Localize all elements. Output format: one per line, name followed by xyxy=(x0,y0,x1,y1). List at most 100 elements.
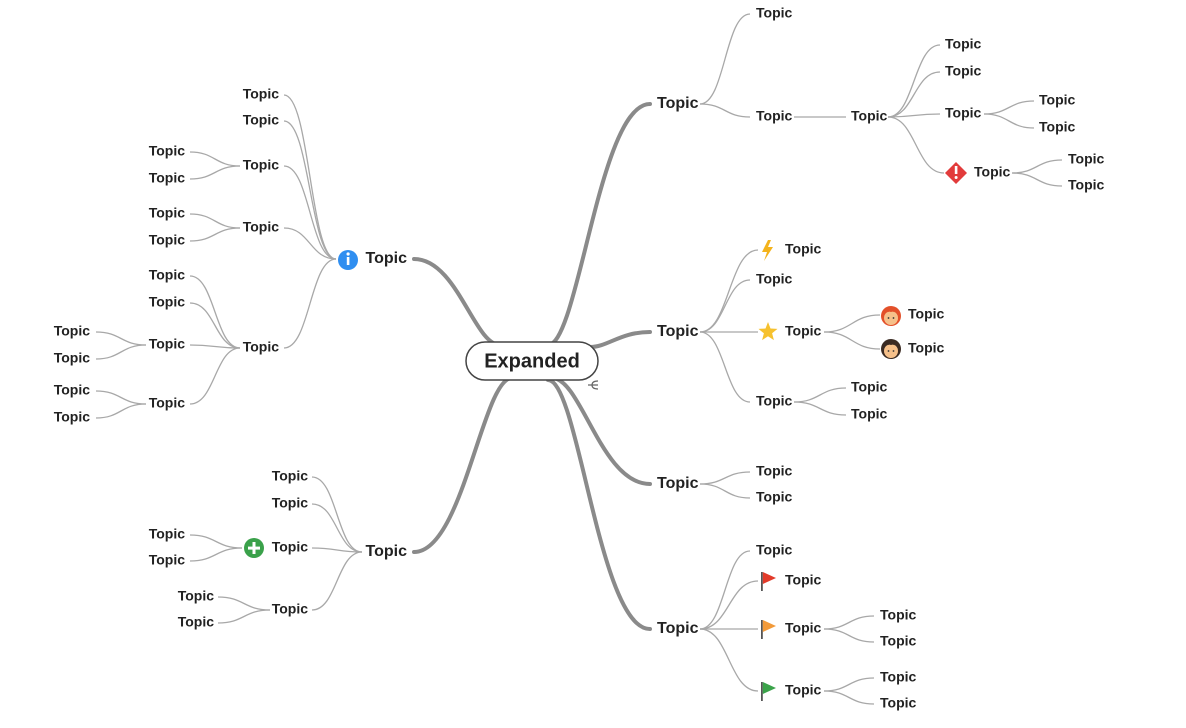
subtopic-label[interactable]: Topic xyxy=(243,157,280,173)
connector xyxy=(699,550,751,630)
subtopic-label[interactable]: Topic xyxy=(785,323,822,339)
green-flag-icon xyxy=(761,682,776,701)
subtopic-label[interactable]: Topic xyxy=(149,143,186,159)
connector xyxy=(699,483,751,499)
subtopic-label[interactable]: Topic xyxy=(756,271,793,287)
subtopic-label[interactable]: Topic xyxy=(785,572,822,588)
subtopic-label[interactable]: Topic xyxy=(945,105,982,121)
subtopic-label[interactable]: Topic xyxy=(974,164,1011,180)
connector xyxy=(311,547,363,553)
subtopic-label[interactable]: Topic xyxy=(880,633,917,649)
subtopic-label[interactable]: Topic xyxy=(272,601,309,617)
subtopic-label[interactable]: Topic xyxy=(54,323,91,339)
subtopic-label[interactable]: Topic xyxy=(272,495,309,511)
main-branch-line xyxy=(550,376,652,486)
subtopic-label[interactable]: Topic xyxy=(149,552,186,568)
connector xyxy=(189,165,241,180)
subtopic-label[interactable]: Topic xyxy=(149,232,186,248)
subtopic-label[interactable]: Topic xyxy=(908,306,945,322)
subtopic-label[interactable]: Topic xyxy=(880,669,917,685)
connector xyxy=(699,628,759,692)
subtopic-label[interactable]: Topic xyxy=(851,108,888,124)
root-topic[interactable]: Expanded xyxy=(465,341,599,381)
connection-lines xyxy=(95,13,1063,705)
connector xyxy=(189,151,241,167)
subtopic-label[interactable]: Topic xyxy=(756,108,793,124)
subtopic-label[interactable]: Topic xyxy=(149,267,186,283)
main-topic-label[interactable]: Topic xyxy=(657,95,699,112)
connector xyxy=(189,227,241,242)
connector xyxy=(983,100,1035,115)
subtopic-label[interactable]: Topic xyxy=(54,382,91,398)
main-topic-label[interactable]: Topic xyxy=(366,250,408,267)
subtopic-label[interactable]: Topic xyxy=(851,379,888,395)
orange-flag-icon xyxy=(761,620,776,639)
subtopic-label[interactable]: Topic xyxy=(272,468,309,484)
connector xyxy=(823,690,875,705)
subtopic-label[interactable]: Topic xyxy=(756,489,793,505)
connector xyxy=(1011,159,1063,174)
subtopic-label[interactable]: Topic xyxy=(880,607,917,623)
root-topic-box[interactable] xyxy=(465,341,599,381)
subtopic-label[interactable]: Topic xyxy=(945,36,982,52)
connector xyxy=(95,344,147,360)
connector xyxy=(311,551,363,611)
main-topic-label[interactable]: Topic xyxy=(366,543,408,560)
connector xyxy=(887,116,945,174)
subtopic-label[interactable]: Topic xyxy=(243,339,280,355)
subtopic-label[interactable]: Topic xyxy=(243,219,280,235)
connector xyxy=(189,547,243,562)
info-icon xyxy=(338,250,358,270)
subtopic-label[interactable]: Topic xyxy=(945,63,982,79)
connector xyxy=(699,103,751,118)
main-topic-label[interactable]: Topic xyxy=(657,323,699,340)
subtopic-label[interactable]: Topic xyxy=(1039,92,1076,108)
subtopic-label[interactable]: Topic xyxy=(785,620,822,636)
subtopic-label[interactable]: Topic xyxy=(149,395,186,411)
subtopic-label[interactable]: Topic xyxy=(756,542,793,558)
subtopic-label[interactable]: Topic xyxy=(149,205,186,221)
connector xyxy=(699,331,751,403)
connector xyxy=(823,615,875,630)
subtopic-label[interactable]: Topic xyxy=(1039,119,1076,135)
subtopic-label[interactable]: Topic xyxy=(1068,177,1105,193)
subtopic-label[interactable]: Topic xyxy=(785,241,822,257)
collapse-toggle-icon[interactable] xyxy=(588,380,599,390)
main-branch-line xyxy=(546,102,652,347)
root-topic-label: Expanded xyxy=(484,350,580,372)
connector xyxy=(311,503,363,553)
connector xyxy=(887,71,941,118)
subtopic-label[interactable]: Topic xyxy=(178,614,215,630)
subtopic-label[interactable]: Topic xyxy=(54,350,91,366)
connector xyxy=(189,344,241,349)
subtopic-label[interactable]: Topic xyxy=(908,340,945,356)
connector xyxy=(823,677,875,692)
connector xyxy=(699,279,751,333)
main-topic-label[interactable]: Topic xyxy=(657,620,699,637)
subtopic-label[interactable]: Topic xyxy=(756,463,793,479)
plus-icon xyxy=(244,538,264,558)
subtopic-label[interactable]: Topic xyxy=(272,539,309,555)
warning-icon xyxy=(945,162,967,184)
subtopic-label[interactable]: Topic xyxy=(149,336,186,352)
subtopic-label[interactable]: Topic xyxy=(1068,151,1105,167)
subtopic-label[interactable]: Topic xyxy=(54,409,91,425)
subtopic-label[interactable]: Topic xyxy=(149,526,186,542)
connector xyxy=(189,302,241,349)
subtopic-label[interactable]: Topic xyxy=(149,294,186,310)
connector xyxy=(823,628,875,643)
subtopic-label[interactable]: Topic xyxy=(243,112,280,128)
subtopic-label[interactable]: Topic xyxy=(178,588,215,604)
subtopic-label[interactable]: Topic xyxy=(149,170,186,186)
subtopic-label[interactable]: Topic xyxy=(880,695,917,711)
subtopic-label[interactable]: Topic xyxy=(756,5,793,21)
red-flag-icon xyxy=(761,572,776,591)
subtopic-label[interactable]: Topic xyxy=(756,393,793,409)
main-topic-label[interactable]: Topic xyxy=(657,475,699,492)
subtopic-label[interactable]: Topic xyxy=(851,406,888,422)
main-branch-line xyxy=(412,376,514,554)
subtopic-label[interactable]: Topic xyxy=(243,86,280,102)
subtopic-label[interactable]: Topic xyxy=(785,682,822,698)
